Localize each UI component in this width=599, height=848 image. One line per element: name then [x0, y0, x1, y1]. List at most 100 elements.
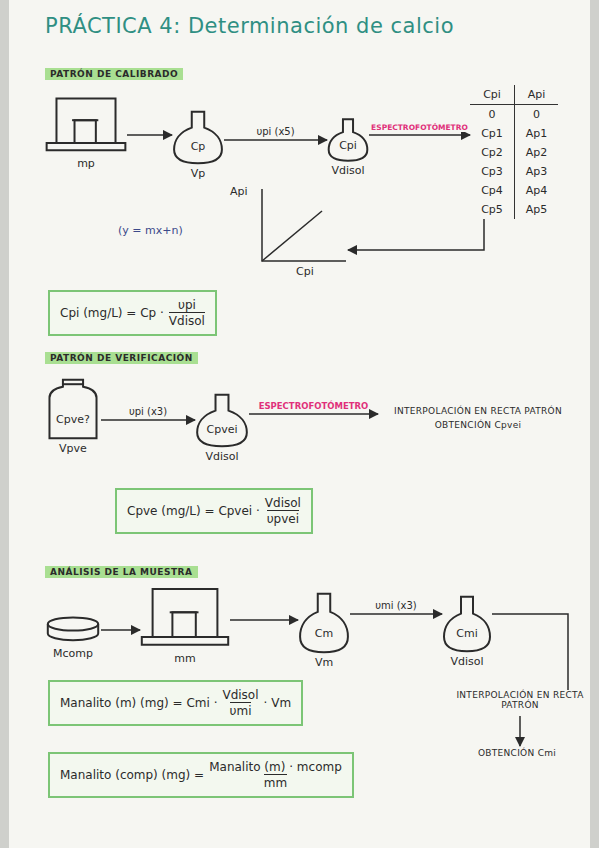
quantity-label: Vp	[172, 167, 224, 180]
plain-node: INTERPOLACIÓN EN RECTA PATRÓN	[452, 690, 588, 714]
bal-node: mm	[140, 585, 230, 665]
bottle-node: Cpve? Vpve	[45, 378, 101, 455]
quantity-label: Vdisol	[442, 655, 492, 668]
arrow-label: υpi (x3)	[128, 406, 168, 417]
table-cell: Cp3	[470, 162, 514, 181]
quantity-label: Vdisol	[195, 450, 249, 463]
page-title: PRÁCTICA 4: Determinación de calcio	[45, 14, 454, 38]
vessel-label: Cmi	[442, 627, 492, 640]
quantity-label: Vdisol	[327, 164, 369, 177]
fraction: υpiVdisol	[169, 298, 205, 328]
denominator: mm	[264, 774, 287, 790]
quantity-label: Mcomp	[45, 647, 101, 660]
flow-arrow	[101, 419, 195, 421]
numerator: Vdisol	[222, 688, 258, 702]
flow-arrow	[224, 139, 327, 141]
bottle-outline	[45, 378, 101, 440]
table-cell: Cp5	[470, 200, 514, 219]
formula-node: Manalito (comp) (mg) = Manalito (m) · mco…	[48, 752, 354, 798]
table-cell: Ap1	[514, 124, 558, 143]
fraction: Vdisolυpvei	[265, 496, 301, 526]
bal-shape	[140, 585, 230, 650]
table-cell: Ap2	[514, 143, 558, 162]
flask-shape: Cm	[298, 592, 350, 654]
bal-outline	[45, 95, 127, 155]
flask-node: CmiVdisol	[442, 595, 492, 668]
plain-node: OBTENCIÓN Cmi	[462, 748, 572, 762]
table-cell: Ap4	[514, 181, 558, 200]
flask-node: CpiVdisol	[327, 118, 369, 177]
formula-text: Manalito (m) (mg) = Cmi ·	[60, 696, 217, 710]
vessel-label: Cp	[172, 140, 224, 153]
table-cell: Cpi	[470, 85, 514, 105]
arrow-label: ESPECTROFOTÓMETRO	[370, 123, 469, 132]
formula-node: Cpi (mg/L) = Cp ·υpiVdisol	[48, 290, 217, 336]
vessel-label: Cpvei	[195, 423, 249, 436]
flow-arrow	[127, 134, 172, 136]
quantity-label: Vpve	[45, 442, 101, 455]
table-node: CpiApi00Cp1Ap1Cp2Ap2Cp3Ap3Cp4Ap4Cp5Ap5	[470, 85, 558, 219]
denominator: Vdisol	[169, 312, 205, 328]
data-table: CpiApi00Cp1Ap1Cp2Ap2Cp3Ap3Cp4Ap4Cp5Ap5	[470, 85, 558, 219]
arrow-label: ESPECTROFOTÓMETRO	[258, 401, 370, 411]
equation-note: (y = mx+n)	[118, 224, 183, 237]
graph-node: ApiCpi	[230, 185, 348, 281]
quantity-label: Vm	[298, 656, 350, 669]
table-cell: Cp2	[470, 143, 514, 162]
flask-node: CmVm	[298, 592, 350, 669]
flow-arrow	[348, 219, 484, 250]
flow-arrow	[230, 619, 298, 621]
note-text: INTERPOLACIÓN EN RECTA PATRÓN	[452, 690, 588, 710]
flask-outline	[172, 110, 224, 165]
table-cell: 0	[470, 105, 514, 124]
bottle-shape: Cpve?	[45, 378, 101, 440]
axis-label: Api	[230, 185, 248, 198]
note-text: INTERPOLACIÓN EN RECTA PATRÓN	[378, 406, 578, 416]
formula-node: Manalito (m) (mg) = Cmi · Vdisolυmi · Vm	[48, 680, 303, 726]
bal-shape	[45, 95, 127, 155]
table-cell: Api	[514, 85, 558, 105]
band-node: PATRÓN DE VERIFICACIÓN	[45, 352, 198, 364]
flow-arrow	[350, 613, 442, 615]
bal-node: mp	[45, 95, 127, 170]
note-text: OBTENCIÓN Cmi	[462, 748, 572, 758]
formula-text: Manalito (comp) (mg) =	[60, 768, 204, 782]
numerator: Vdisol	[265, 496, 301, 510]
flask-node: CpveiVdisol	[195, 393, 249, 463]
tablet-shape	[45, 615, 101, 645]
flask-outline	[442, 595, 492, 653]
flask-outline	[195, 393, 249, 448]
quantity-label: mm	[140, 652, 230, 665]
table-cell: Ap5	[514, 200, 558, 219]
arrow-label: υmi (x3)	[374, 600, 418, 611]
flask-shape: Cp	[172, 110, 224, 165]
vessel-label: Cpve?	[45, 413, 101, 426]
note-text: OBTENCIÓN Cpvei	[378, 420, 578, 430]
flask-shape: Cpvei	[195, 393, 249, 448]
flask-shape: Cmi	[442, 595, 492, 653]
formula-text: · Vm	[264, 696, 292, 710]
denominator: υpvei	[267, 510, 299, 526]
denominator: υmi	[230, 702, 252, 718]
section-heading: PATRÓN DE VERIFICACIÓN	[50, 353, 193, 363]
plot-axes	[262, 189, 346, 261]
calibration-plot	[230, 185, 348, 281]
table-cell: Cp1	[470, 124, 514, 143]
flask-node: CpVp	[172, 110, 224, 180]
section-heading: PATRÓN DE CALIBRADO	[50, 69, 178, 79]
table-cell: Cp4	[470, 181, 514, 200]
flow-arrow	[519, 716, 521, 746]
vessel-label: Cm	[298, 627, 350, 640]
plain-node: INTERPOLACIÓN EN RECTA PATRÓN OBTENCIÓN C…	[378, 406, 578, 434]
calibration-line	[262, 211, 322, 261]
formula-node: Cpve (mg/L) = Cpvei ·Vdisolυpvei	[115, 488, 313, 534]
tablet-node: Mcomp	[45, 615, 101, 660]
flow-arrow	[101, 629, 140, 631]
fraction: Manalito (m) · mcompmm	[209, 760, 342, 790]
section-heading: ANÁLISIS DE LA MUESTRA	[50, 567, 193, 577]
table-cell: Ap3	[514, 162, 558, 181]
flow-arrow	[492, 614, 568, 690]
table-cell: 0	[514, 105, 558, 124]
flow-arrow	[249, 413, 378, 415]
numerator: υpi	[178, 298, 196, 312]
